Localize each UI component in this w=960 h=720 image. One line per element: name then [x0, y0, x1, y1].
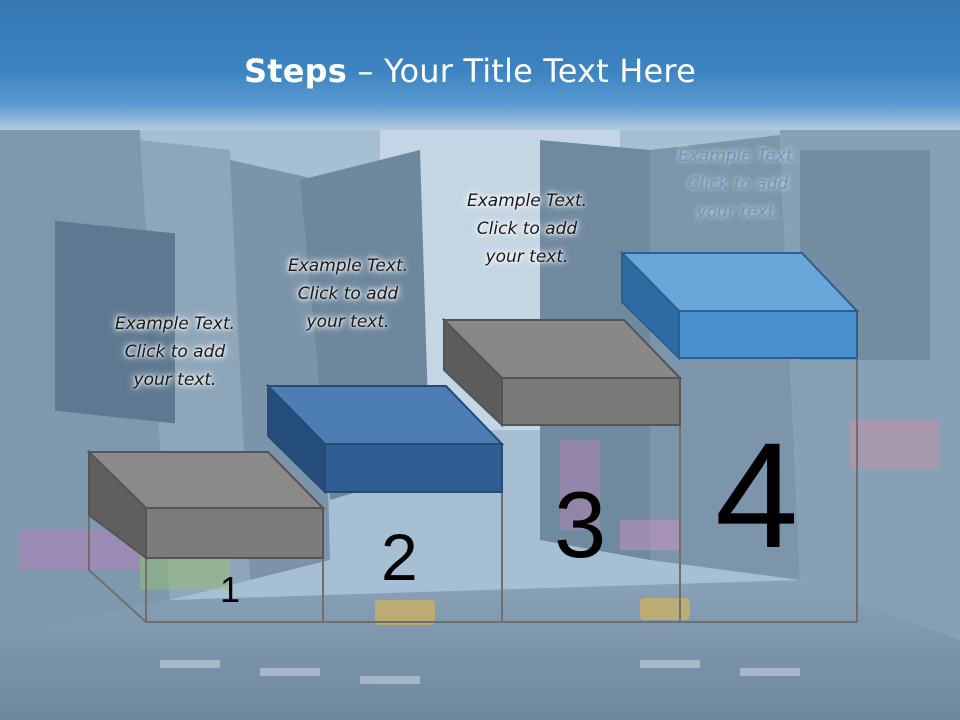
title-rest: – Your Title Text Here: [347, 52, 696, 90]
step-3-text-line: Example Text.: [466, 191, 588, 211]
step-2-front: [324, 443, 503, 493]
slide-title[interactable]: Steps – Your Title Text Here: [0, 52, 940, 90]
step-3-block[interactable]: [441, 317, 683, 428]
step-1-text-line: Click to add: [124, 342, 226, 362]
step-4-column: [680, 358, 858, 623]
step-3-number: 3: [554, 472, 607, 577]
step-2-text-line: your text.: [306, 312, 390, 332]
step-outlines: [88, 358, 858, 623]
step-1-block[interactable]: [86, 449, 326, 561]
step-3-front: [501, 377, 681, 426]
step-4-text-line: Click to add: [687, 174, 789, 194]
step-1-number: 1: [220, 569, 241, 610]
step-3-text-line: Click to add: [476, 219, 578, 239]
step-4-block[interactable]: [619, 250, 860, 361]
step-2-block[interactable]: [265, 383, 505, 495]
step-2-text-line: Click to add: [297, 284, 399, 304]
step-1-front: [145, 507, 324, 559]
step-3-text[interactable]: Example Text. Click to add your text.: [427, 187, 627, 271]
step-1-text[interactable]: Example Text. Click to add your text.: [75, 310, 275, 394]
step-1-text-line: Example Text.: [114, 314, 236, 334]
step-2-text[interactable]: Example Text. Click to add your text.: [248, 252, 448, 336]
step-4-number: 4: [715, 411, 799, 579]
step-4-front: [678, 310, 858, 359]
step-1-text-line: your text.: [133, 370, 217, 390]
step-1-side-outline: [88, 515, 147, 623]
step-2-number: 2: [381, 520, 418, 594]
title-bold-word: Steps: [244, 52, 348, 90]
title-bar: [0, 0, 960, 130]
step-4-text-line: your text.: [696, 202, 780, 222]
step-4-text[interactable]: Example Text. Click to add your text.: [638, 142, 838, 226]
step-4-text-line: Example Text.: [677, 146, 799, 166]
step-3-text-line: your text.: [485, 247, 569, 267]
step-1-column: [145, 558, 324, 623]
step-2-text-line: Example Text.: [287, 256, 409, 276]
